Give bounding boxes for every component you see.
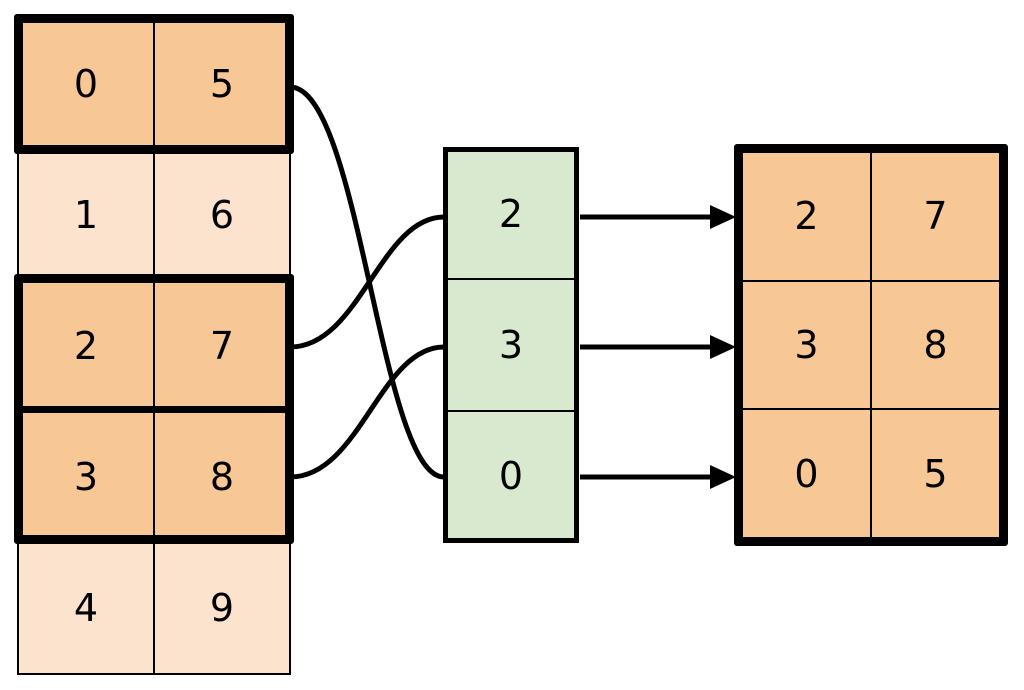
index-cell-2: 0 (443, 409, 579, 543)
result-cell-r1-right: 8 (870, 279, 1001, 411)
source-cell-r0-right: 5 (153, 17, 291, 151)
arrow-head-index0-to-result0 (710, 205, 736, 229)
arrow-head-index2-to-result2 (710, 465, 736, 489)
source-cell-r1-right: 6 (153, 148, 291, 282)
result-cell-r0-left: 2 (741, 151, 872, 282)
source-cell-r2-right: 7 (153, 279, 291, 413)
source-cell-r3-left: 3 (17, 410, 155, 544)
result-cell-r2-left: 0 (741, 408, 872, 539)
index-column: 2 3 0 (443, 147, 579, 543)
result-cell-r1-left: 3 (741, 279, 872, 411)
source-cell-r2-left: 2 (17, 279, 155, 413)
curve-source-row3-to-index1 (289, 344, 445, 480)
source-cell-r4-left: 4 (17, 541, 155, 675)
curve-source-row0-to-index2 (289, 84, 445, 480)
source-row-2-3-divider (23, 406, 285, 413)
source-table: 0 5 1 6 2 7 3 8 4 9 (17, 17, 291, 675)
result-cell-r0-right: 7 (870, 151, 1001, 282)
arrow-head-index1-to-result1 (710, 335, 736, 359)
curve-source-row2-to-index0 (289, 214, 445, 350)
source-cell-r3-right: 8 (153, 410, 291, 544)
index-cell-0: 2 (443, 147, 579, 281)
result-table: 2 7 3 8 0 5 (741, 151, 1001, 539)
result-cell-r2-right: 5 (870, 408, 1001, 539)
source-cell-r0-left: 0 (17, 17, 155, 151)
index-cell-1: 3 (443, 278, 579, 412)
source-cell-r4-right: 9 (153, 541, 291, 675)
source-cell-r1-left: 1 (17, 148, 155, 282)
